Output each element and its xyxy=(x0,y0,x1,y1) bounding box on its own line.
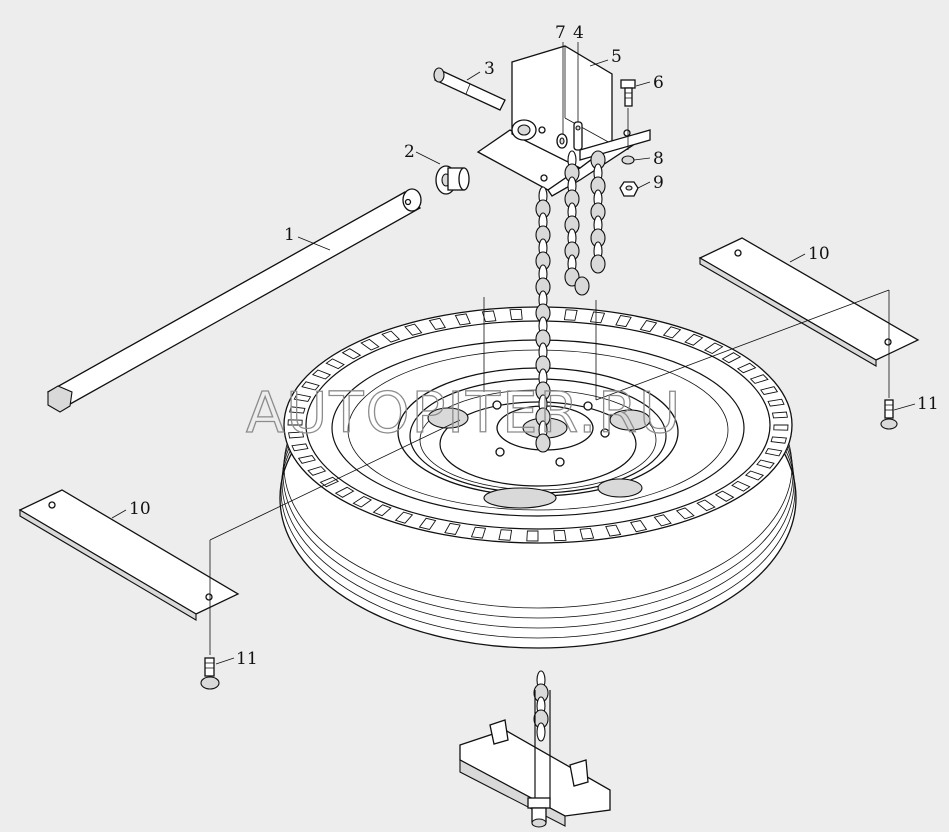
wheel-disc xyxy=(439,401,637,487)
part-9-nut xyxy=(619,181,639,197)
part-10-strap-left xyxy=(18,489,240,621)
tread-block xyxy=(526,530,539,542)
tread-pattern xyxy=(287,308,789,542)
tread-block xyxy=(629,519,648,533)
tread-block xyxy=(579,527,595,540)
tread-block xyxy=(675,507,695,520)
tread-block xyxy=(311,369,332,380)
chain-link xyxy=(590,254,606,274)
tread-block xyxy=(731,480,751,492)
chain-link xyxy=(536,722,546,742)
tread-block xyxy=(662,326,682,339)
part-11-screw-right xyxy=(880,399,898,430)
tread-block xyxy=(684,333,704,346)
part-5-bracket xyxy=(476,45,651,197)
callout-5: 5 xyxy=(611,47,622,67)
tread-block xyxy=(287,419,303,426)
tread-block xyxy=(639,319,658,333)
tread-block xyxy=(481,310,497,323)
tread-block xyxy=(334,486,355,498)
tread-block xyxy=(653,514,672,527)
tread-block xyxy=(749,374,769,384)
tread-block xyxy=(404,323,423,336)
tread-block xyxy=(736,362,757,374)
tread-block xyxy=(341,348,362,360)
tread-block xyxy=(289,406,306,414)
tread-block xyxy=(418,517,437,531)
callout-11-right: 11 xyxy=(917,394,939,414)
tread-block xyxy=(589,311,606,324)
part-2-bushing xyxy=(435,165,470,195)
tread-block xyxy=(444,522,461,535)
callout-10-right: 10 xyxy=(808,244,830,264)
watermark: AUTOPITER.RU xyxy=(246,381,682,446)
tread-block xyxy=(372,504,392,517)
tread-block xyxy=(771,411,788,419)
tread-block xyxy=(394,511,414,524)
tread-block xyxy=(756,459,775,469)
tread-block xyxy=(301,381,320,391)
tread-block xyxy=(605,524,622,537)
part-10-strap-right xyxy=(698,237,920,367)
tread-block xyxy=(454,313,471,326)
callout-labels: 1 2 3 7 4 5 6 8 9 10 10 11 11 xyxy=(129,23,939,669)
tread-block xyxy=(470,526,487,539)
part-3-pin xyxy=(433,67,506,111)
part-7-washer xyxy=(556,133,568,149)
tread-block xyxy=(760,386,779,396)
chain-carrier-hook xyxy=(459,690,611,828)
tread-block xyxy=(696,499,716,512)
chain-link xyxy=(535,433,551,453)
callout-3: 3 xyxy=(484,59,495,79)
tread-block xyxy=(615,315,632,328)
tread-block xyxy=(352,495,372,508)
tread-block xyxy=(721,352,742,364)
callout-7: 7 xyxy=(555,23,566,43)
part-1-handle-bar xyxy=(46,188,422,413)
tread-block xyxy=(563,309,578,321)
tread-block xyxy=(428,317,447,331)
callout-10-left: 10 xyxy=(129,499,151,519)
tread-block xyxy=(744,470,765,481)
tread-block xyxy=(553,529,567,542)
callout-2: 2 xyxy=(404,142,415,162)
tread-block xyxy=(498,529,513,541)
tread-block xyxy=(288,431,305,439)
part-4-clip xyxy=(573,121,583,151)
tread-block xyxy=(325,358,345,370)
tread-block xyxy=(509,308,523,321)
tread-block xyxy=(714,490,735,502)
tread-block xyxy=(704,342,724,355)
tread-block xyxy=(767,398,785,407)
tread-block xyxy=(307,466,327,476)
chain-link xyxy=(574,276,590,296)
spare-tire xyxy=(279,306,797,649)
tread-block xyxy=(293,393,312,402)
callout-4: 4 xyxy=(573,23,584,43)
callout-8: 8 xyxy=(653,149,664,169)
callout-6: 6 xyxy=(653,73,664,93)
tread-block xyxy=(319,476,340,488)
tread-block xyxy=(381,330,401,343)
callout-9: 9 xyxy=(653,173,664,193)
part-11-screw-left xyxy=(200,657,220,690)
tread-block xyxy=(360,338,380,351)
callout-1: 1 xyxy=(284,225,295,245)
leader-lines xyxy=(111,42,916,665)
tread-block xyxy=(770,436,787,444)
tread-block xyxy=(297,454,316,464)
lifting-chains xyxy=(533,150,606,742)
callout-11-left: 11 xyxy=(236,649,258,669)
part-6-bolt xyxy=(620,79,636,107)
tread-block xyxy=(764,448,783,457)
tread-block xyxy=(291,443,309,452)
part-8-washer xyxy=(621,155,635,165)
tread-block xyxy=(773,424,789,431)
